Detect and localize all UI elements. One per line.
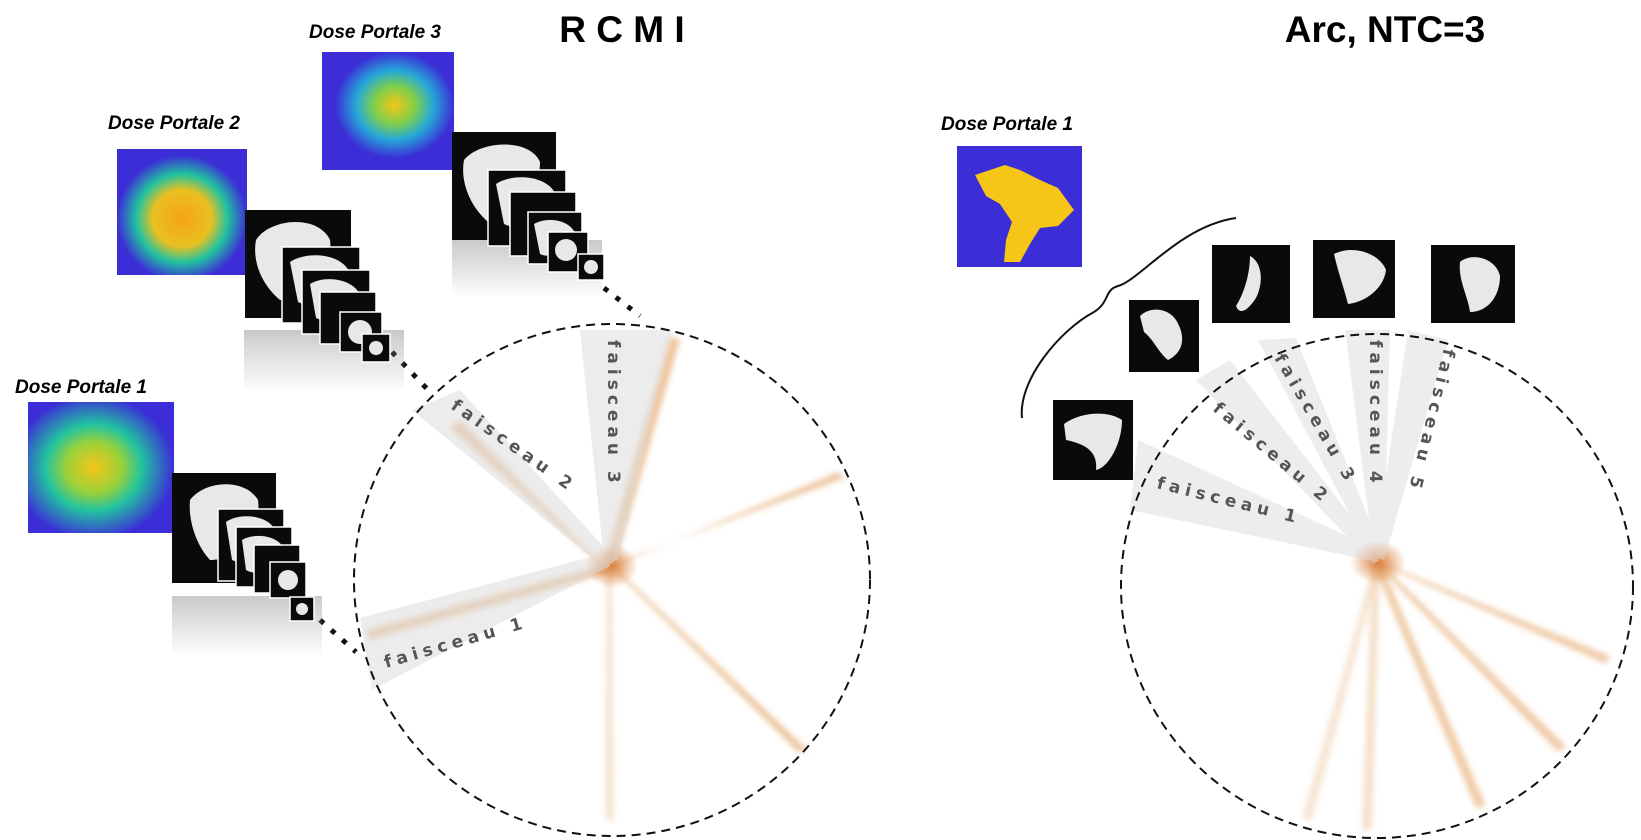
ct-organ bbox=[1064, 413, 1122, 470]
arc-beam-rays bbox=[1302, 560, 1610, 830]
ray bbox=[1376, 560, 1610, 664]
dose-portal-label: Dose Portale 1 bbox=[15, 377, 147, 398]
beam-label-4: faisceau 4 bbox=[1365, 340, 1385, 488]
ct-organ bbox=[555, 239, 577, 261]
ct-organ bbox=[1459, 257, 1500, 312]
beam-band-3 bbox=[1258, 338, 1384, 560]
dose-map-image bbox=[117, 149, 247, 275]
ct-slice-stack bbox=[172, 473, 322, 656]
ray bbox=[1372, 562, 1486, 808]
arc-title: Arc, NTC=3 bbox=[1285, 9, 1485, 50]
ray bbox=[610, 566, 808, 752]
beam-band-4 bbox=[1345, 330, 1390, 558]
dose-portal-label: Dose Portale 3 bbox=[309, 22, 441, 43]
ray bbox=[1302, 562, 1380, 820]
ct-organ bbox=[584, 260, 598, 274]
beam-band-5 bbox=[1374, 330, 1448, 560]
ray bbox=[1374, 562, 1566, 752]
ray bbox=[1362, 562, 1380, 830]
ct-slice-stack bbox=[244, 210, 404, 392]
ct-organ bbox=[278, 570, 298, 590]
dose-portal-2: Dose Portale 2 bbox=[108, 113, 404, 392]
ct-organ bbox=[1334, 249, 1386, 304]
ct-slice-stack bbox=[452, 132, 605, 298]
dose-portal-1: Dose Portale 1 bbox=[15, 377, 322, 656]
rcmi-title: R C M I bbox=[559, 9, 684, 50]
beam-band-1 bbox=[1130, 440, 1382, 562]
arc-ct-thumbnails bbox=[1053, 240, 1515, 480]
beam-label-3: faisceau 3 bbox=[603, 340, 623, 488]
dose-map-image bbox=[28, 402, 174, 533]
arc-panel: Arc, NTC=3 faisceau 1 faisceau 2 faiscea… bbox=[941, 9, 1634, 839]
ct-organ bbox=[1140, 309, 1183, 360]
ray bbox=[612, 472, 845, 567]
beam-band-2 bbox=[1196, 360, 1382, 564]
dose-portal-3: Dose Portale 3 bbox=[309, 22, 605, 298]
dose-map-image bbox=[322, 52, 454, 170]
beam-band-1 bbox=[360, 554, 610, 690]
rcmi-gantry-circle bbox=[353, 323, 871, 837]
arc-gantry-circle bbox=[1120, 333, 1634, 839]
rcmi-beam-bands bbox=[360, 330, 672, 690]
ray bbox=[606, 570, 614, 820]
dose-map-hotspot bbox=[975, 165, 1074, 262]
ct-organ bbox=[1236, 256, 1261, 312]
dose-portal-label: Dose Portale 2 bbox=[108, 113, 240, 134]
beam-band-2 bbox=[412, 390, 616, 568]
ct-organ bbox=[296, 603, 308, 615]
dose-portal-label: Dose Portale 1 bbox=[941, 114, 1073, 135]
ct-organ bbox=[369, 341, 383, 355]
beam-band-3 bbox=[580, 330, 672, 560]
arc-beam-bands bbox=[1130, 330, 1448, 564]
rcmi-panel: R C M I faisceau 1 faisceau 2 faisceau 3 bbox=[15, 9, 871, 837]
rcmi-connectors bbox=[318, 286, 642, 654]
curly-brace bbox=[1020, 217, 1237, 419]
arc-dose-portal-1: Dose Portale 1 bbox=[941, 114, 1082, 267]
